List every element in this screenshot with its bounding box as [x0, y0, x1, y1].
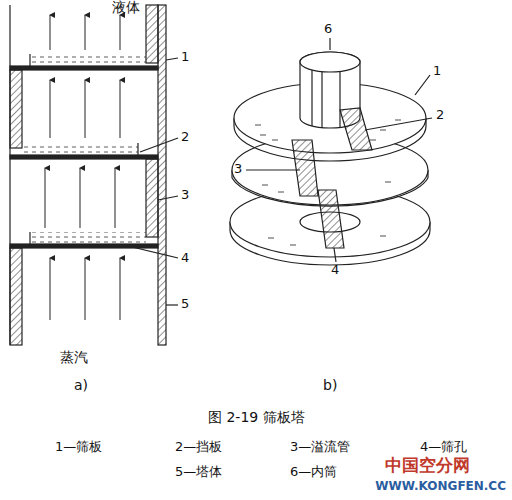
liquid-label: 液体 [112, 0, 140, 15]
callout-number: 2 [436, 108, 444, 122]
subfigure-label: b) [323, 378, 337, 393]
legend-item: 6—内筒 [290, 465, 337, 479]
callout-number: 1 [181, 50, 189, 64]
legend-item: 4—筛孔 [420, 440, 467, 454]
callout-number: 3 [234, 162, 242, 176]
watermark: WWW.KONGFEN.CC [375, 480, 506, 493]
callout-number: 3 [181, 188, 189, 202]
callout-number: 5 [181, 297, 189, 311]
callout-number: 2 [181, 130, 189, 144]
legend-item: 1—筛板 [55, 440, 102, 454]
subfigure-label: a) [74, 378, 88, 393]
legend-item: 2—挡板 [175, 440, 222, 454]
legend-item: 5—塔体 [175, 465, 222, 479]
callout-number: 1 [433, 64, 441, 78]
callout-number: 6 [324, 22, 332, 36]
figure-caption: 图 2-19 筛板塔 [208, 410, 305, 425]
vapour-label: 蒸汽 [60, 350, 88, 365]
watermark: 中国空分网 [385, 456, 470, 475]
legend-item: 3—溢流管 [290, 440, 350, 454]
callout-number: 4 [181, 251, 189, 265]
callout-number: 4 [331, 263, 339, 277]
